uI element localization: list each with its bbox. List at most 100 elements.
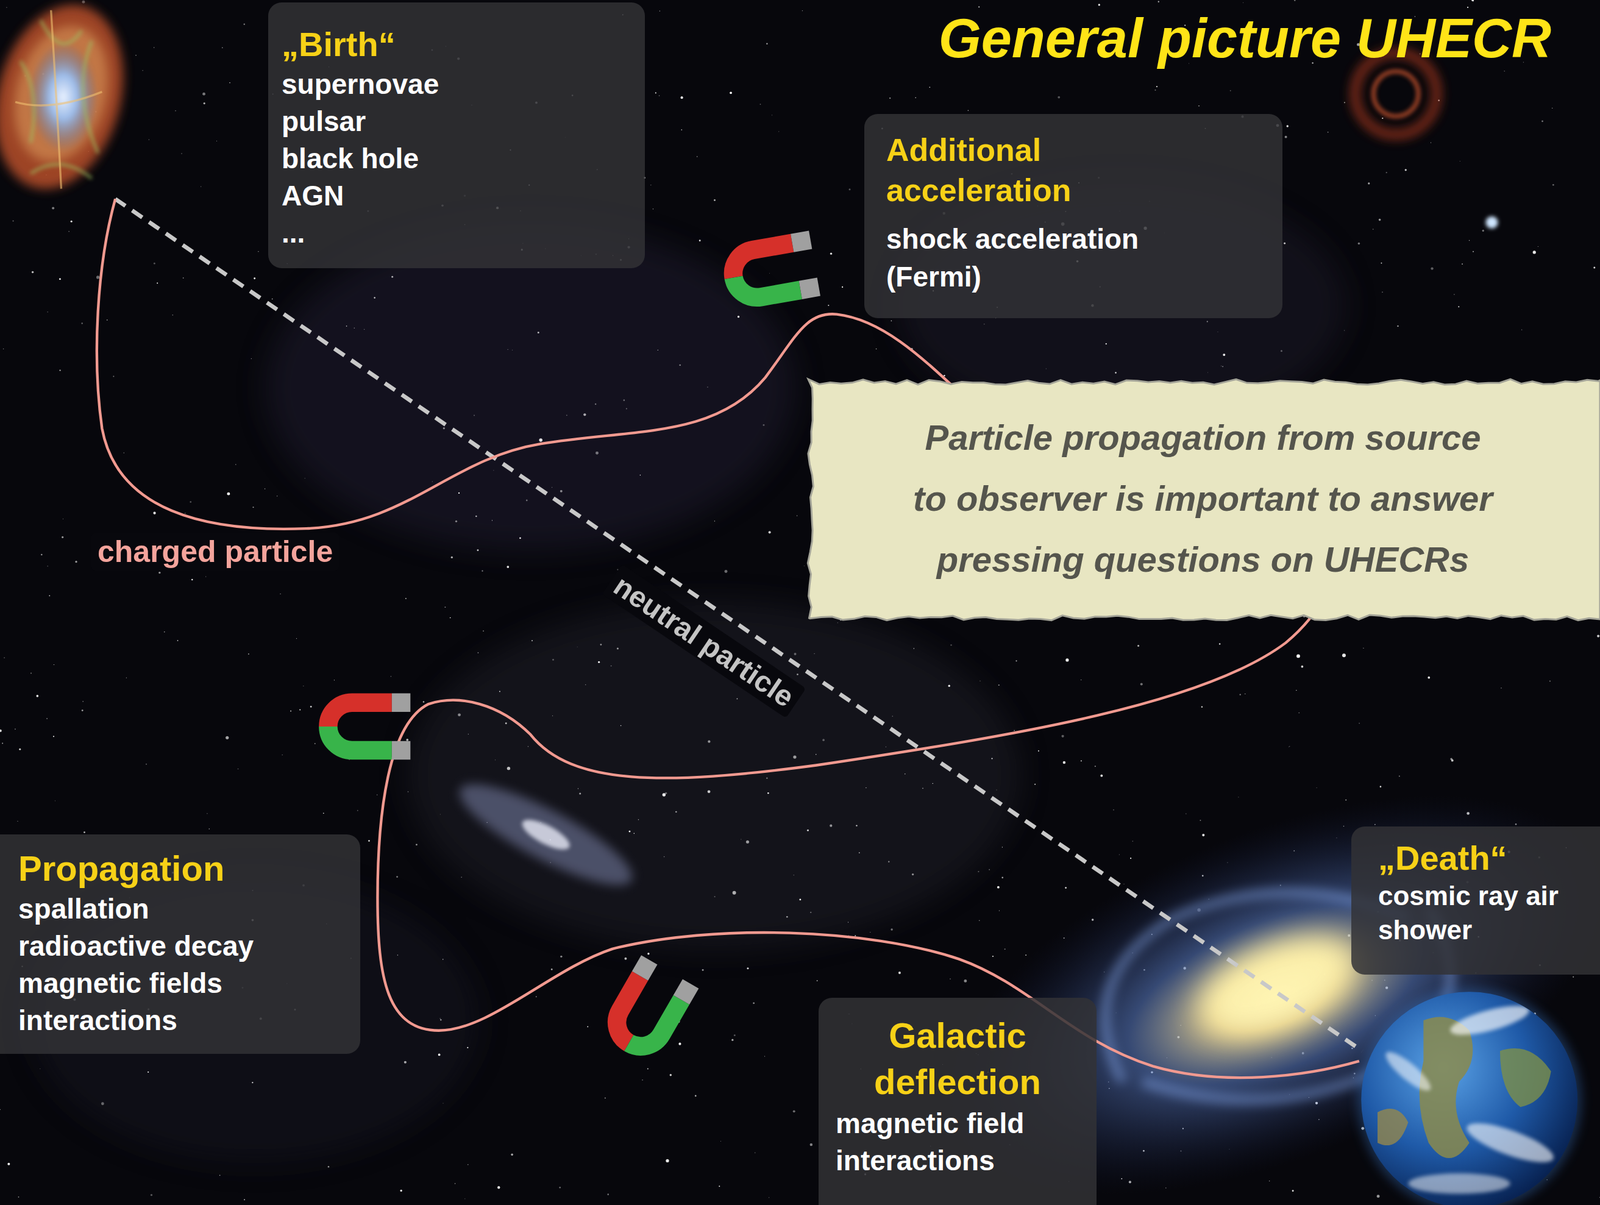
star [1154,89,1156,91]
star [771,114,773,116]
star [1080,679,1082,681]
star [1482,229,1485,232]
info-box: Additional accelerationshock acceleratio… [864,113,1283,319]
star [123,452,125,453]
star [219,1175,221,1177]
star [1283,242,1286,245]
star [997,886,1000,889]
star [1034,783,1036,786]
star [1065,658,1069,662]
magnet-symbol [727,230,821,311]
star [746,840,750,844]
star [443,1102,444,1104]
star [53,735,55,737]
star [1201,833,1205,837]
star [455,520,458,523]
star [837,622,839,623]
star [595,451,599,455]
star [978,6,980,8]
star [497,1186,500,1189]
star [827,304,829,306]
box-text: supernovae [281,65,627,104]
star [81,709,84,712]
star [1239,693,1241,695]
star [1002,846,1003,848]
star [209,828,210,829]
star [680,129,683,131]
star [477,652,480,654]
star [577,788,579,789]
star [1100,774,1103,778]
star [890,928,893,931]
star [248,653,250,655]
star [506,565,509,569]
star [17,821,18,822]
star [145,763,147,765]
star [1119,853,1120,855]
star [59,277,61,280]
star [1201,706,1204,709]
star [1230,90,1232,92]
star [983,323,985,325]
star [243,23,246,25]
star [1552,184,1555,186]
star [1345,799,1347,801]
star [51,206,55,210]
star [507,349,509,350]
star [1004,948,1006,950]
star [829,824,832,828]
star [746,967,749,970]
star [718,1185,720,1187]
star [647,1068,649,1070]
star [405,597,407,600]
star [189,501,192,503]
star [620,725,622,727]
star [696,156,698,157]
star [558,1186,561,1189]
star [390,675,392,678]
star [457,713,461,717]
star [299,709,301,711]
star [1461,263,1463,265]
earth-globe [1357,987,1582,1205]
star [1367,182,1370,185]
star [891,320,893,322]
box-text: spallation [18,890,342,928]
star [585,684,586,686]
star [1500,687,1502,689]
star [786,916,789,918]
star [368,839,370,842]
star [35,694,39,698]
star [869,931,871,933]
star [537,331,540,334]
star [1378,218,1382,222]
star [847,921,849,923]
star [46,311,48,313]
star [1430,142,1432,144]
star [898,971,901,975]
box-text: cosmic ray air shower [1378,878,1586,948]
star [363,329,365,330]
box-text: interactions [18,1002,342,1040]
star [594,403,597,405]
star [977,871,979,873]
star [659,10,661,11]
star [1001,877,1004,879]
star [1222,365,1224,367]
box-heading: Propagation [18,846,342,891]
star [865,787,867,789]
star [442,958,444,960]
star [302,685,304,687]
star [7,1162,10,1166]
star [652,208,654,210]
star [760,103,762,105]
star [181,152,182,154]
star [950,644,952,646]
star [512,349,513,351]
star [675,811,678,814]
star [640,474,641,476]
star [796,673,799,676]
star [184,512,186,514]
magnet-symbol [600,955,700,1060]
star [216,140,217,142]
